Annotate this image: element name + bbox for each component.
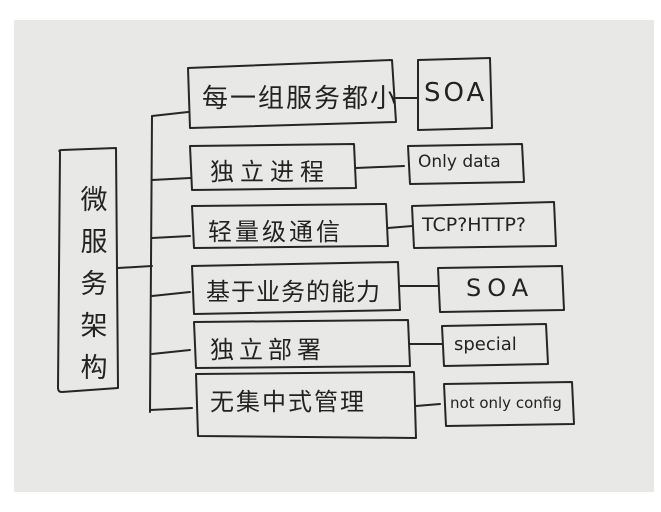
root-box: [57, 147, 119, 393]
connector-note-3: [387, 225, 413, 229]
note-box-1: [417, 57, 493, 131]
root-char-1: 微: [80, 185, 108, 216]
root-char-4: 架: [80, 311, 108, 342]
label-box-4: [191, 261, 401, 315]
connector-branch-2: [151, 177, 191, 181]
connector-branch-4: [151, 291, 191, 297]
note-4: SOA: [466, 274, 535, 302]
connector-branch-6: [149, 407, 193, 411]
note-box-4: [437, 265, 565, 313]
connector-branch-5: [151, 349, 191, 355]
connector-trunk: [117, 265, 153, 269]
note-3: TCP?HTTP?: [422, 214, 527, 236]
label-box-2: [189, 143, 357, 191]
connector-spine: [149, 115, 153, 413]
note-box-2: [407, 143, 525, 185]
label-box-1: [187, 59, 397, 129]
root-char-5: 构: [80, 353, 108, 384]
connector-note-6: [415, 403, 441, 407]
label-box-6: [195, 371, 417, 439]
root-char-3: 务: [80, 269, 108, 300]
root-char-2: 服: [80, 227, 108, 258]
note-2: Only data: [418, 152, 501, 172]
connector-note-2: [355, 165, 405, 169]
diagram-lines: [57, 57, 575, 439]
connector-branch-1: [151, 111, 189, 117]
branch-label-2: 独立进程: [210, 158, 330, 186]
connector-branch-3: [151, 235, 191, 239]
note-box-6: [443, 381, 575, 427]
branch-label-5: 独立部署: [210, 336, 326, 364]
root-label: 微 服 务 架 构: [74, 180, 114, 390]
note-box-3: [411, 201, 557, 249]
branch-label-6: 无集中式管理: [210, 388, 366, 416]
note-6: not only config: [450, 394, 562, 412]
paper-sheet: 微 服 务 架 构 每一组服务都小 独立进程 轻量级通信 基于业务的能力 独立部…: [14, 20, 654, 492]
note-5: special: [454, 334, 517, 355]
branch-label-3: 轻量级通信: [208, 218, 343, 246]
note-box-5: [441, 323, 549, 367]
note-1: SOA: [424, 78, 488, 108]
branch-label-4: 基于业务的能力: [206, 278, 381, 306]
label-box-5: [193, 319, 411, 369]
label-box-3: [191, 203, 389, 249]
branch-label-1: 每一组服务都小: [202, 84, 399, 114]
